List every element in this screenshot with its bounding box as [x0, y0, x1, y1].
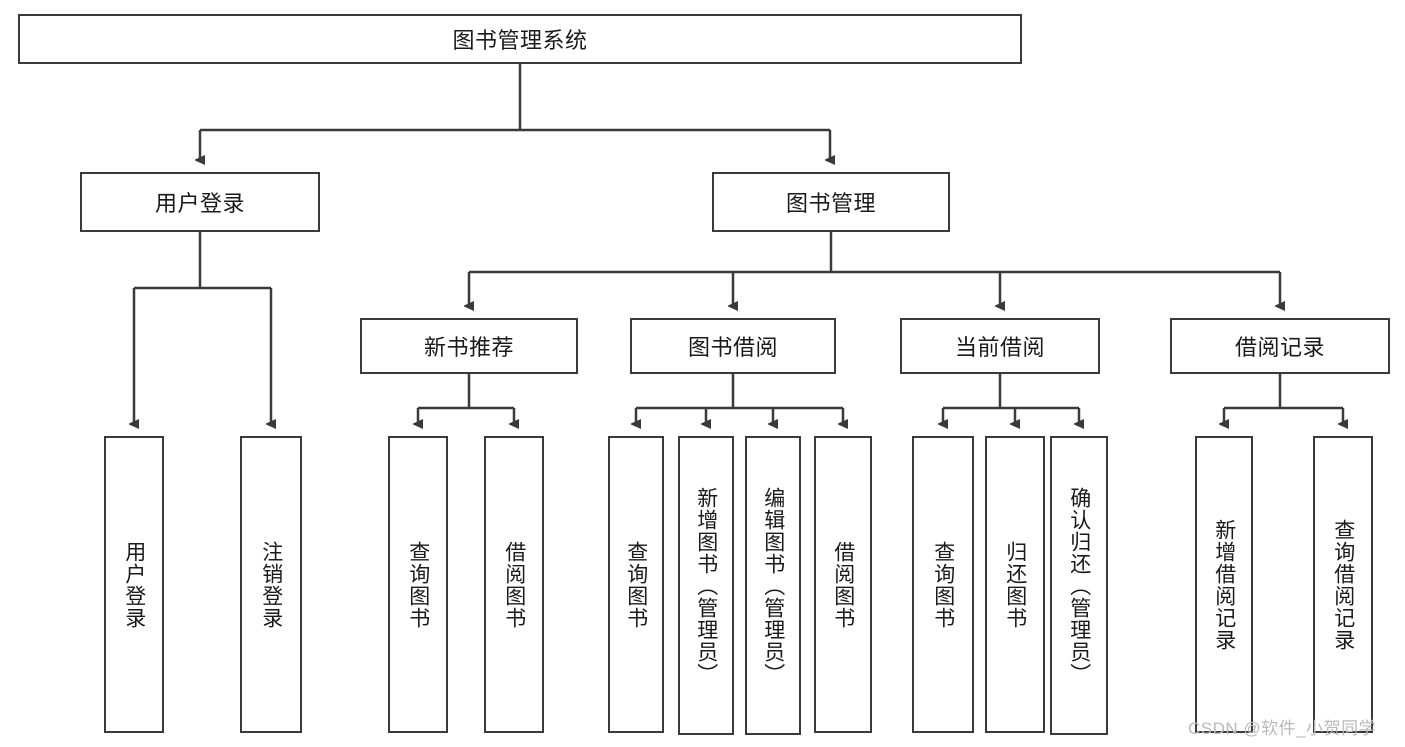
node-leaf-return-book-label: 归还图书 — [1003, 540, 1027, 629]
node-book-manage[interactable]: 图书管理 — [712, 172, 950, 232]
node-new-book-rec-label: 新书推荐 — [423, 335, 514, 360]
node-borrow-record-label: 借阅记录 — [1234, 335, 1325, 360]
node-root-label: 图书管理系统 — [452, 28, 588, 53]
node-leaf-user-login[interactable]: 用户登录 — [104, 436, 164, 733]
node-leaf-borrow-book-1[interactable]: 借阅图书 — [484, 436, 544, 733]
node-leaf-borrow-book-2[interactable]: 借阅图书 — [814, 436, 872, 733]
node-user-login-label: 用户登录 — [154, 191, 245, 216]
node-user-login[interactable]: 用户登录 — [80, 172, 320, 232]
node-leaf-query-record[interactable]: 查询借阅记录 — [1313, 436, 1373, 733]
node-book-borrow[interactable]: 图书借阅 — [630, 318, 836, 374]
node-book-borrow-label: 图书借阅 — [687, 335, 778, 360]
node-new-book-rec[interactable]: 新书推荐 — [360, 318, 578, 374]
node-leaf-logout-label: 注销登录 — [259, 540, 283, 629]
node-leaf-edit-book-admin[interactable]: 编辑图书（管理员） — [745, 436, 801, 735]
node-leaf-add-book-admin[interactable]: 新增图书（管理员） — [678, 436, 734, 735]
node-leaf-borrow-book-2-label: 借阅图书 — [831, 540, 855, 629]
node-current-borrow[interactable]: 当前借阅 — [900, 318, 1100, 374]
node-leaf-logout[interactable]: 注销登录 — [240, 436, 302, 733]
node-current-borrow-label: 当前借阅 — [954, 335, 1045, 360]
node-leaf-add-book-admin-label: 新增图书（管理员） — [694, 486, 718, 685]
node-leaf-borrow-book-1-label: 借阅图书 — [502, 540, 526, 629]
node-borrow-record[interactable]: 借阅记录 — [1170, 318, 1390, 374]
node-leaf-query-book-1-label: 查询图书 — [406, 540, 430, 629]
node-leaf-confirm-return-admin[interactable]: 确认归还（管理员） — [1050, 436, 1108, 735]
node-leaf-query-book-2[interactable]: 查询图书 — [608, 436, 664, 733]
node-leaf-confirm-return-admin-label: 确认归还（管理员） — [1067, 486, 1091, 685]
node-leaf-user-login-label: 用户登录 — [122, 540, 146, 629]
node-leaf-add-record[interactable]: 新增借阅记录 — [1195, 436, 1253, 733]
node-leaf-query-record-label: 查询借阅记录 — [1331, 518, 1355, 651]
node-leaf-return-book[interactable]: 归还图书 — [985, 436, 1045, 733]
node-root[interactable]: 图书管理系统 — [18, 14, 1022, 64]
node-book-manage-label: 图书管理 — [785, 191, 876, 216]
node-leaf-query-book-3[interactable]: 查询图书 — [912, 436, 974, 733]
node-leaf-query-book-3-label: 查询图书 — [931, 540, 955, 629]
node-leaf-edit-book-admin-label: 编辑图书（管理员） — [761, 486, 785, 685]
node-leaf-query-book-1[interactable]: 查询图书 — [388, 436, 448, 733]
node-leaf-query-book-2-label: 查询图书 — [624, 540, 648, 629]
node-leaf-add-record-label: 新增借阅记录 — [1212, 518, 1236, 651]
